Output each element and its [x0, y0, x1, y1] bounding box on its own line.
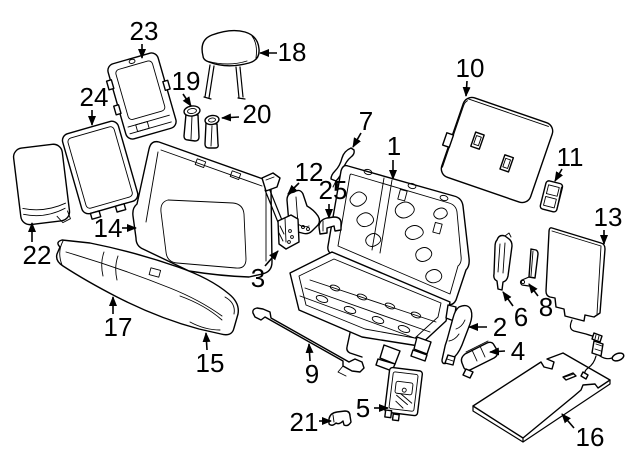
part-13-back-panel — [545, 227, 606, 343]
part-25-cap-clip — [318, 216, 342, 235]
callout-label-21[interactable]: 21 — [290, 407, 319, 437]
callout-arrow-10 — [462, 80, 471, 97]
callout-label-12[interactable]: 12 — [295, 157, 324, 187]
callout-arrow-16 — [561, 413, 575, 429]
callout-label-6[interactable]: 6 — [514, 302, 528, 332]
callout-label-18[interactable]: 18 — [278, 37, 307, 67]
callout-label-5[interactable]: 5 — [356, 393, 370, 423]
callout-label-24[interactable]: 24 — [80, 82, 109, 112]
callout-label-15[interactable]: 15 — [196, 348, 225, 378]
callout-label-14[interactable]: 14 — [94, 213, 123, 243]
part-9-sill-trim — [252, 307, 365, 377]
callout-arrow-15 — [202, 332, 211, 351]
callout-label-4[interactable]: 4 — [511, 336, 525, 366]
callout-arrow-4 — [489, 347, 506, 356]
callout-label-19[interactable]: 19 — [172, 66, 201, 96]
part-20-headrest-guide — [204, 114, 220, 149]
callout-label-7[interactable]: 7 — [359, 106, 373, 136]
part-22-armrest-lid — [12, 143, 71, 226]
callout-label-8[interactable]: 8 — [539, 292, 553, 322]
part-21-clip-cap — [328, 410, 352, 427]
callout-label-16[interactable]: 16 — [576, 422, 605, 452]
part-5-latch-cover — [384, 366, 424, 422]
callout-arrow-3 — [264, 250, 279, 267]
callout-arrow-7 — [352, 132, 362, 148]
part-16-floor-mat — [472, 340, 625, 443]
part-2-side-bolster — [441, 304, 473, 366]
part-3-mount-bracket — [277, 214, 300, 250]
callout-label-17[interactable]: 17 — [104, 312, 133, 342]
callout-arrow-8 — [528, 283, 539, 297]
callout-label-22[interactable]: 22 — [23, 240, 52, 270]
part-11-striker-housing — [539, 180, 564, 213]
callout-arrow-11 — [554, 168, 563, 182]
callout-arrow-20 — [221, 113, 240, 122]
part-1-seat-frame — [289, 164, 470, 372]
callouts-layer: 1234567891011121314151617181920212223242… — [23, 16, 623, 452]
callout-label-1[interactable]: 1 — [387, 131, 401, 161]
part-7-release-cable — [330, 147, 355, 189]
part-10-seatback-board — [440, 96, 554, 204]
part-14-seatback-cushion — [132, 140, 273, 278]
part-18-headrest — [201, 29, 260, 100]
part-19-headrest-guide-lock — [183, 105, 201, 142]
callout-label-11[interactable]: 11 — [557, 142, 584, 172]
callout-label-10[interactable]: 10 — [456, 53, 485, 83]
callout-arrow-19 — [182, 93, 192, 107]
callout-label-9[interactable]: 9 — [305, 359, 319, 389]
part-23-latch-frame — [105, 52, 177, 140]
callout-arrow-6 — [502, 291, 514, 307]
part-8-guide-strip — [519, 248, 539, 287]
part-17-seat-cushion — [55, 239, 239, 336]
callout-label-3[interactable]: 3 — [251, 263, 265, 293]
callout-label-13[interactable]: 13 — [594, 202, 623, 232]
part-4-outer-bracket — [460, 340, 499, 379]
callout-label-23[interactable]: 23 — [130, 16, 159, 46]
callout-arrow-9 — [305, 343, 314, 362]
callout-label-2[interactable]: 2 — [493, 312, 507, 342]
part-24-back-panel — [61, 120, 139, 220]
callout-arrow-12 — [287, 182, 300, 195]
callout-label-20[interactable]: 20 — [243, 99, 272, 129]
callout-label-25[interactable]: 25 — [319, 175, 348, 205]
part-6-latch-guide — [493, 232, 513, 291]
